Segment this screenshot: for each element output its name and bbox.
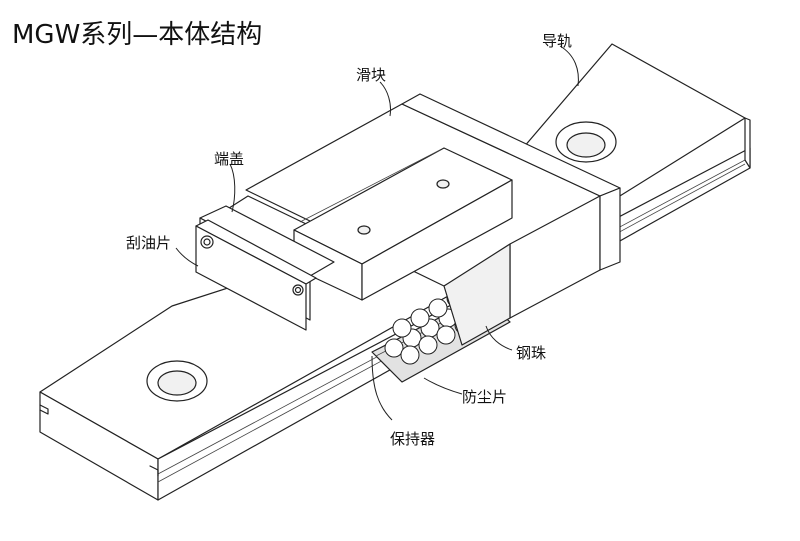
label-scraper: 刮油片 — [126, 234, 172, 252]
label-dust-strip: 防尘片 — [462, 388, 508, 406]
scraper — [195, 219, 317, 331]
label-end-cap: 端盖 — [214, 150, 245, 168]
page-title: MGW系列—本体结构 — [12, 20, 263, 50]
label-block: 滑块 — [356, 66, 387, 84]
label-steel-ball: 钢珠 — [516, 344, 547, 362]
label-rail: 导轨 — [542, 32, 573, 50]
leader-lines — [175, 45, 579, 421]
slide-block — [225, 93, 621, 346]
label-retainer: 保持器 — [390, 430, 436, 448]
